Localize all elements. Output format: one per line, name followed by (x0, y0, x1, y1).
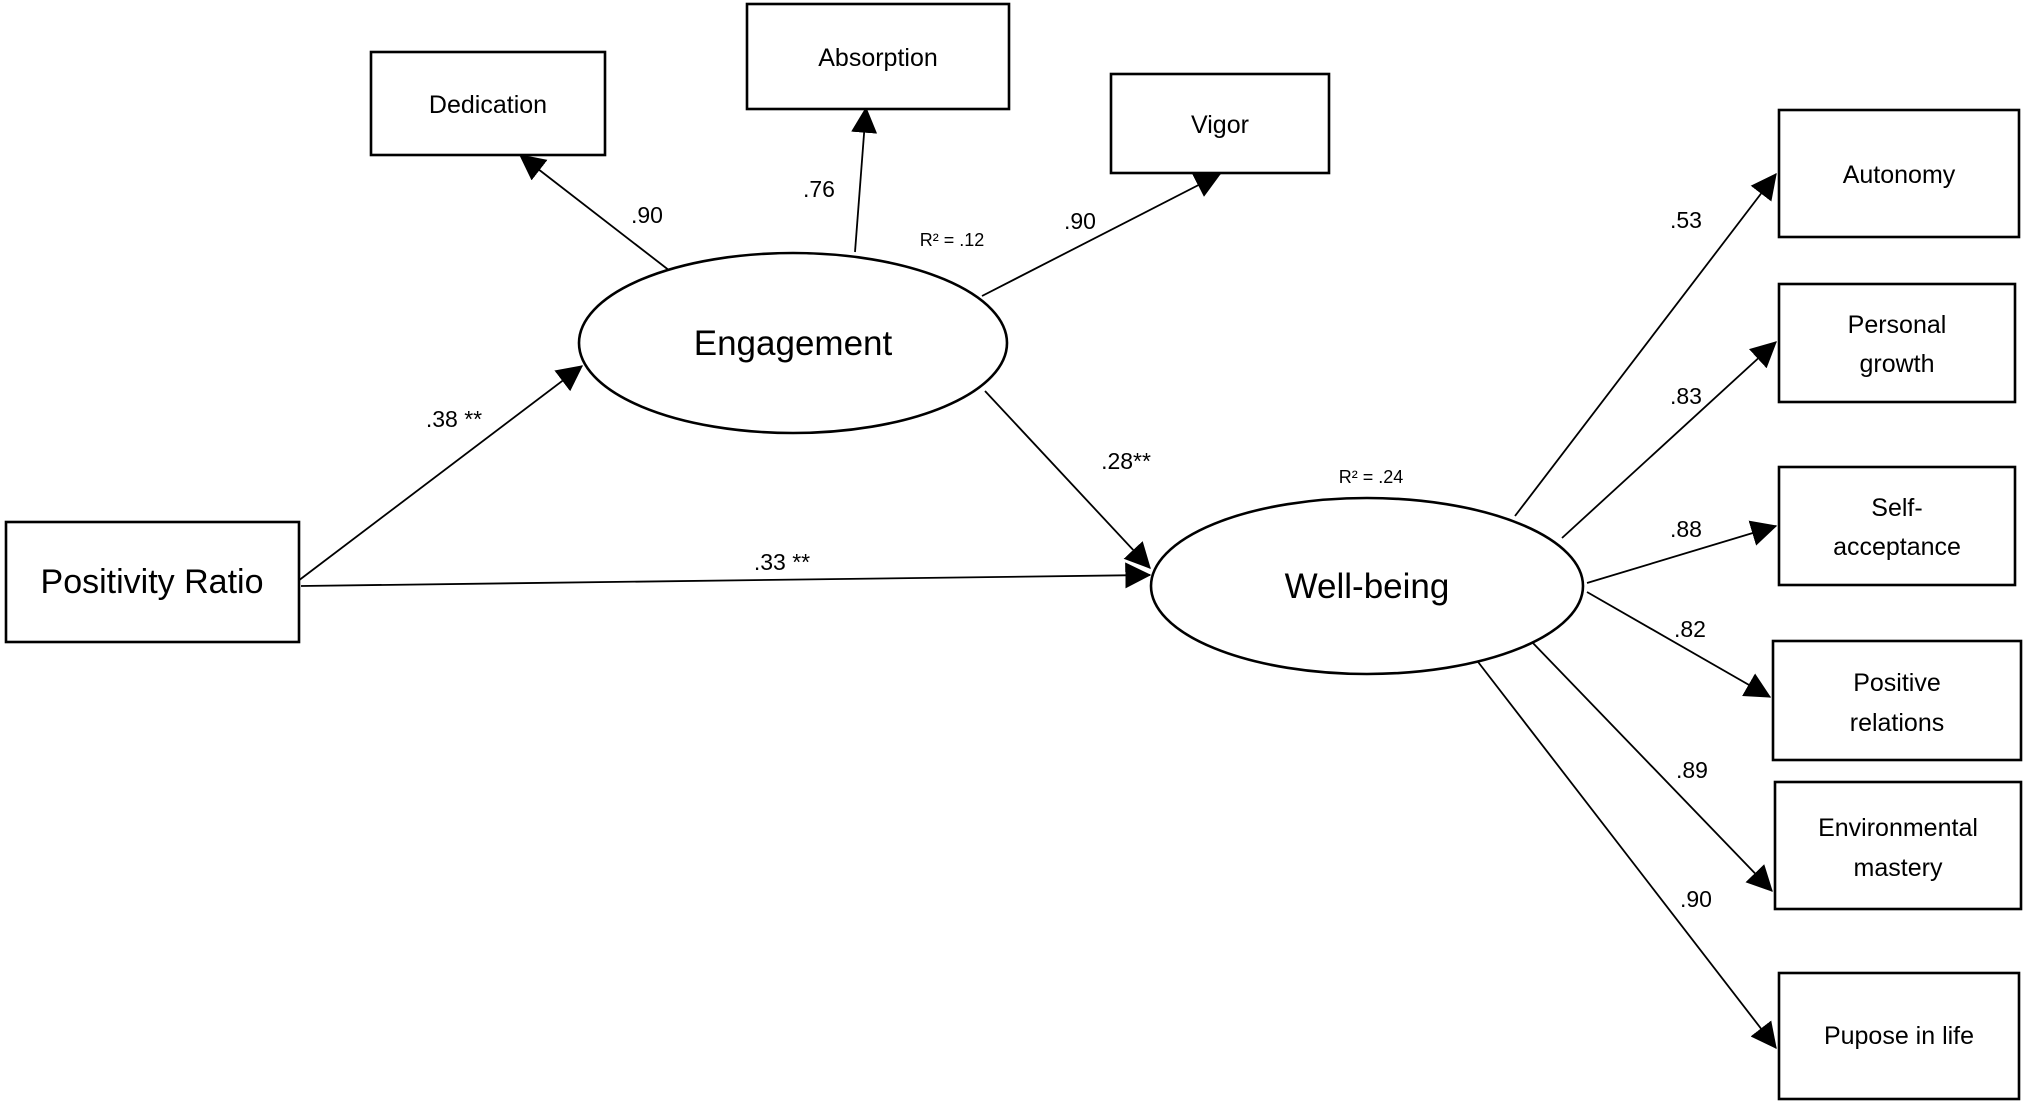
node-self-acceptance: Self- acceptance (1777, 465, 2017, 587)
coef-wellbeing-positive-relations: .82 (1674, 616, 1706, 642)
path-coefficients: .90 .76 .90 .38 ** .28** .33 ** .53 .83 … (426, 176, 1712, 912)
node-environmental-mastery-label-1: Environmental (1818, 814, 1978, 842)
coef-positivity-wellbeing: .33 ** (754, 549, 810, 575)
r-squared-labels: R² = .12 R² = .24 (920, 230, 1404, 487)
arrow-engagement-wellbeing (984, 390, 1151, 569)
node-self-acceptance-label-2: acceptance (1833, 533, 1961, 561)
coef-engagement-absorption: .76 (803, 176, 835, 202)
node-vigor: Vigor (1109, 72, 1331, 175)
node-engagement: Engagement (577, 251, 1009, 435)
coef-wellbeing-purpose-in-life: .90 (1680, 886, 1712, 912)
coef-wellbeing-self-acceptance: .88 (1670, 516, 1702, 542)
arrow-wellbeing-autonomy (1514, 172, 1777, 517)
node-positive-relations-label-1: Positive (1853, 669, 1941, 697)
arrow-engagement-dedication (518, 154, 671, 272)
coef-engagement-vigor: .90 (1064, 208, 1096, 234)
node-personal-growth-label-2: growth (1859, 350, 1934, 378)
node-positivity-ratio: Positivity Ratio (4, 520, 301, 644)
observed-variables: Dedication Absorption Vigor Positivity R… (4, 2, 2023, 1101)
coef-wellbeing-personal-growth: .83 (1670, 383, 1702, 409)
rsq-engagement: R² = .12 (920, 230, 985, 250)
node-purpose-in-life: Pupose in life (1777, 971, 2021, 1101)
node-positive-relations: Positive relations (1771, 639, 2023, 762)
node-self-acceptance-label-1: Self- (1871, 494, 1922, 522)
node-absorption: Absorption (745, 2, 1011, 111)
arrow-positivity-engagement (297, 365, 584, 582)
node-autonomy-label: Autonomy (1843, 161, 1956, 189)
node-absorption-label: Absorption (818, 44, 938, 72)
node-vigor-label: Vigor (1191, 111, 1249, 139)
node-dedication: Dedication (369, 50, 607, 157)
arrow-wellbeing-personal-growth (1561, 341, 1777, 539)
arrow-positivity-wellbeing (300, 562, 1152, 589)
latent-variables: Engagement Well-being (577, 251, 1585, 676)
node-personal-growth-label-1: Personal (1848, 311, 1947, 339)
node-dedication-label: Dedication (429, 91, 547, 119)
node-purpose-in-life-label: Pupose in life (1824, 1022, 1974, 1050)
node-wellbeing: Well-being (1149, 496, 1585, 676)
arrow-wellbeing-positive-relations (1586, 591, 1772, 698)
arrow-wellbeing-environmental-mastery (1530, 640, 1773, 892)
node-positive-relations-label-2: relations (1850, 709, 1945, 737)
node-personal-growth: Personal growth (1777, 282, 2017, 404)
path-arrows (297, 106, 1778, 1050)
coef-wellbeing-autonomy: .53 (1670, 207, 1702, 233)
coef-engagement-dedication: .90 (631, 202, 663, 228)
arrow-wellbeing-purpose-in-life (1474, 657, 1777, 1050)
rsq-wellbeing: R² = .24 (1339, 467, 1404, 487)
node-wellbeing-label: Well-being (1285, 567, 1450, 606)
coef-engagement-wellbeing: .28** (1101, 448, 1151, 474)
arrow-engagement-absorption (851, 106, 878, 253)
node-positivity-ratio-label: Positivity Ratio (41, 563, 264, 601)
coef-positivity-engagement: .38 ** (426, 406, 482, 432)
coef-wellbeing-environmental-mastery: .89 (1676, 757, 1708, 783)
node-autonomy: Autonomy (1777, 108, 2021, 239)
node-environmental-mastery: Environmental mastery (1773, 780, 2023, 911)
arrow-engagement-vigor (981, 173, 1222, 297)
arrow-wellbeing-self-acceptance (1586, 520, 1778, 584)
node-environmental-mastery-label-2: mastery (1854, 854, 1943, 882)
node-engagement-label: Engagement (694, 324, 893, 363)
